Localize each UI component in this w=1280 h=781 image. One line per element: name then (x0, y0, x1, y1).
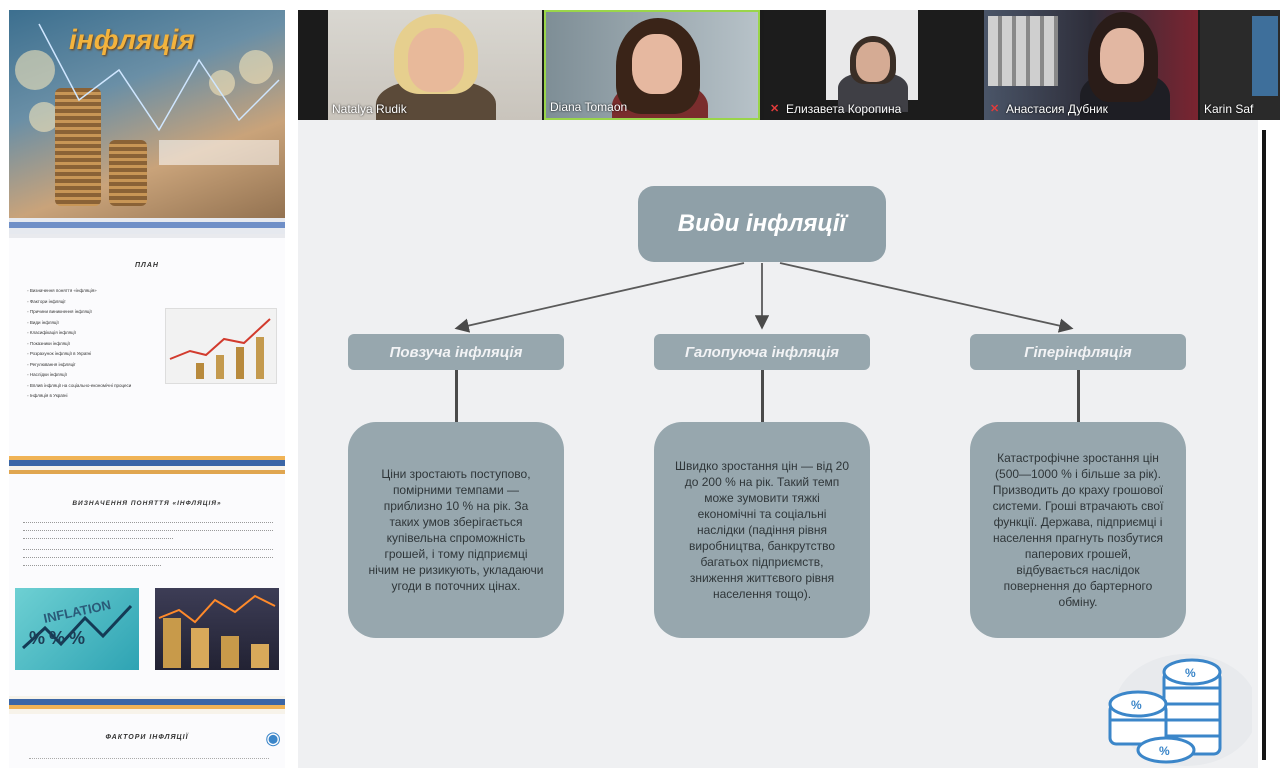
participant-tile-partial[interactable]: Karin Saf (1200, 10, 1280, 120)
inflation-zigzag (21, 604, 133, 650)
participant-name: Karin Saf (1204, 102, 1254, 116)
participant-name: Natalya Rudik (332, 102, 407, 116)
thumbnail-footer-text (29, 756, 269, 759)
coin-stacks-image (155, 588, 279, 670)
participant-camera-area (1252, 16, 1278, 96)
slide-thumbnail-4[interactable]: ФАКТОРИ ІНФЛЯЦІЇ ◉ (9, 714, 285, 768)
plan-item: Фактори інфляції (27, 297, 131, 308)
participant-tile[interactable]: Natalya Rudik (328, 10, 542, 120)
participant-face (1100, 28, 1144, 84)
diagram-title-box: Види інфляції (638, 186, 886, 262)
decorative-stripe (9, 456, 285, 474)
vertical-divider (1262, 130, 1266, 760)
coin-stack-image (55, 88, 101, 206)
plan-item: Розрахунок інфляції в Україні (27, 349, 131, 360)
participant-name: Елизавета Коропина (786, 102, 902, 116)
plan-item: Показники інфляції (27, 339, 131, 350)
coin-stacks-graphic (158, 594, 276, 668)
rising-chart-line (38, 23, 280, 132)
shared-slide: Види інфляції Повзуча інфляція Галопуюча… (298, 120, 1258, 768)
participant-name: Diana Tomaon (550, 100, 628, 114)
muted-mic-icon: ✕ (770, 103, 780, 115)
svg-text:%: % (1159, 744, 1170, 758)
thumbnail-header: ВИЗНАЧЕННЯ ПОНЯТТЯ «ІНФЛЯЦІЯ» (72, 500, 222, 507)
percent-glyphs: %%% (29, 628, 90, 648)
wall-posters (988, 16, 1058, 86)
plan-item: Регулювання інфляції (27, 360, 131, 371)
connector-line (1077, 370, 1080, 422)
coins-icon: % % % (1108, 654, 1252, 766)
growth-chart-graphic (169, 318, 271, 379)
plan-item: Інфляція в Україні (27, 391, 131, 402)
bokeh-light (209, 70, 235, 96)
participant-tile-active-speaker[interactable]: Diana Tomaon (544, 10, 760, 120)
definition-paragraph (23, 518, 273, 566)
diagram-arrows (454, 262, 1074, 333)
slide-thumbnail-2[interactable]: ПЛАН Визначення поняття «інфляція» Факто… (9, 238, 285, 460)
coin-stack-image (109, 140, 147, 206)
decorative-stripe (9, 218, 285, 234)
participant-face (856, 42, 890, 82)
type-box-hyper: Гіперінфляція (970, 334, 1186, 370)
plan-item: Вплив інфляції на соціально-економічні п… (27, 381, 131, 392)
inflation-image: INFLATION %%% (15, 588, 139, 670)
thumbnail-header: ФАКТОРИ ІНФЛЯЦІЇ (105, 734, 189, 741)
participant-tile[interactable]: ✕ Елизавета Коропина (764, 10, 982, 120)
slide-thumbnail-1[interactable]: інфляція (9, 10, 285, 234)
description-box-creeping: Ціни зростають поступово, помірними темп… (348, 422, 564, 638)
bokeh-light (239, 50, 273, 84)
thumbnail-subtitle-block (159, 140, 279, 165)
slide-thumbnail-3[interactable]: ВИЗНАЧЕННЯ ПОНЯТТЯ «ІНФЛЯЦІЯ» INFLATION … (9, 474, 285, 696)
connector-line (455, 370, 458, 422)
right-edge-bar (1258, 120, 1280, 768)
thumbnail-header: ПЛАН (135, 262, 159, 269)
participant-face (408, 28, 464, 92)
type-box-galloping: Галопуюча інфляція (654, 334, 870, 370)
connector-line (761, 370, 764, 422)
bokeh-light (15, 50, 55, 90)
growth-chart-image (165, 308, 277, 384)
plan-list: Визначення поняття «інфляція» Фактори ін… (27, 286, 131, 402)
bokeh-light (29, 102, 59, 132)
svg-text:%: % (1185, 666, 1196, 680)
svg-text:%: % (1131, 698, 1142, 712)
thumbnail-title: інфляція (69, 24, 195, 55)
description-box-hyper: Катастрофічне зростання цін (500—1000 % … (970, 422, 1186, 638)
description-box-galloping: Швидко зростання цін — від 20 до 200 % н… (654, 422, 870, 638)
plan-item: Види інфляції (27, 318, 131, 329)
plan-item: Наслідки інфляції (27, 370, 131, 381)
decorative-stripe (9, 696, 285, 714)
participant-tile[interactable]: ✕ Анастасия Дубник (984, 10, 1198, 120)
plan-item: Класифікація інфляції (27, 328, 131, 339)
plan-item: Причини виникнення інфляції (27, 307, 131, 318)
plan-item: Визначення поняття «інфляція» (27, 286, 131, 297)
participant-face (632, 34, 682, 94)
slide-thumbnails-panel[interactable]: інфляція ПЛАН Визначення поняття «інфляц… (9, 10, 285, 768)
muted-mic-icon: ✕ (990, 103, 1000, 115)
type-box-creeping: Повзуча інфляція (348, 334, 564, 370)
participant-name: Анастасия Дубник (1006, 102, 1108, 116)
lightbulb-icon: ◉ (265, 728, 281, 748)
participant-video-strip: Natalya Rudik Diana Tomaon ✕ Елизавета К… (298, 10, 1280, 120)
